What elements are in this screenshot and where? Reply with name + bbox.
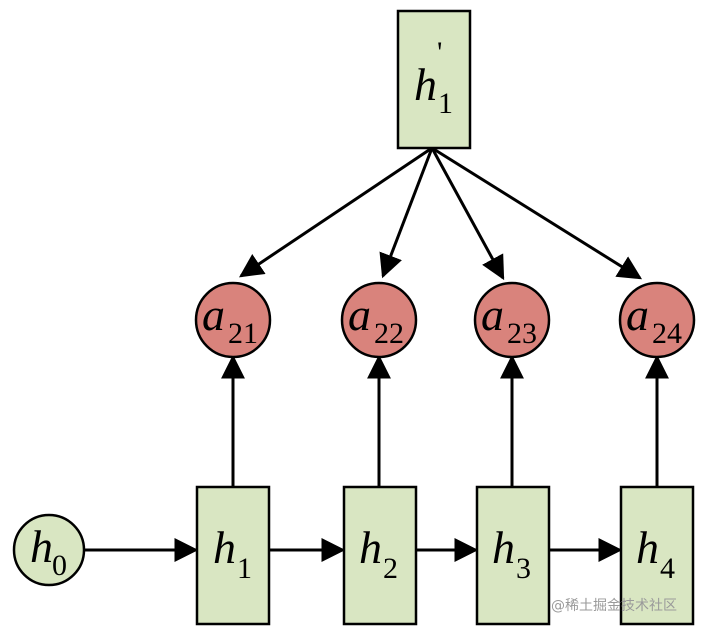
h2-var: h xyxy=(359,522,382,573)
a24-var: a xyxy=(626,289,649,340)
edge-top-to-a22 xyxy=(379,147,434,279)
a21-var: a xyxy=(202,289,225,340)
hidden-state-h2: h 2 xyxy=(342,485,418,626)
attention-node-a24: a 24 xyxy=(618,281,696,359)
h0-var: h xyxy=(30,521,53,572)
a24-sub: 24 xyxy=(652,317,682,350)
h3-sub: 3 xyxy=(516,552,531,585)
watermark: @稀土掘金技术社区 xyxy=(551,598,677,614)
h3-var: h xyxy=(492,522,515,573)
top-state-prime: ' xyxy=(437,36,442,69)
top-state-var: h xyxy=(414,59,437,110)
top-state-sub: 1 xyxy=(438,87,453,120)
a22-var: a xyxy=(348,289,371,340)
hidden-state-h3: h 3 xyxy=(475,485,551,626)
h4-sub: 4 xyxy=(660,552,675,585)
edge-top-to-a24 xyxy=(431,146,643,280)
top-state-node: h 1 ' xyxy=(396,9,472,150)
h4-var: h xyxy=(636,522,659,573)
attention-node-a23: a 23 xyxy=(473,281,551,359)
initial-state-node: h 0 xyxy=(12,513,86,587)
attention-node-a21: a 21 xyxy=(194,281,272,359)
hidden-state-h1: h 1 xyxy=(195,485,271,626)
hidden-state-h4: h 4 xyxy=(619,485,695,626)
h0-sub: 0 xyxy=(52,549,67,582)
edge-top-to-a23 xyxy=(430,147,505,281)
a23-var: a xyxy=(481,289,504,340)
attention-node-a22: a 22 xyxy=(340,281,418,359)
a21-sub: 21 xyxy=(228,317,258,350)
h1-var: h xyxy=(213,522,236,573)
a23-sub: 23 xyxy=(507,317,537,350)
a22-sub: 22 xyxy=(374,317,404,350)
edge-top-to-a21 xyxy=(239,146,433,278)
h1-sub: 1 xyxy=(237,552,252,585)
h2-sub: 2 xyxy=(383,552,398,585)
